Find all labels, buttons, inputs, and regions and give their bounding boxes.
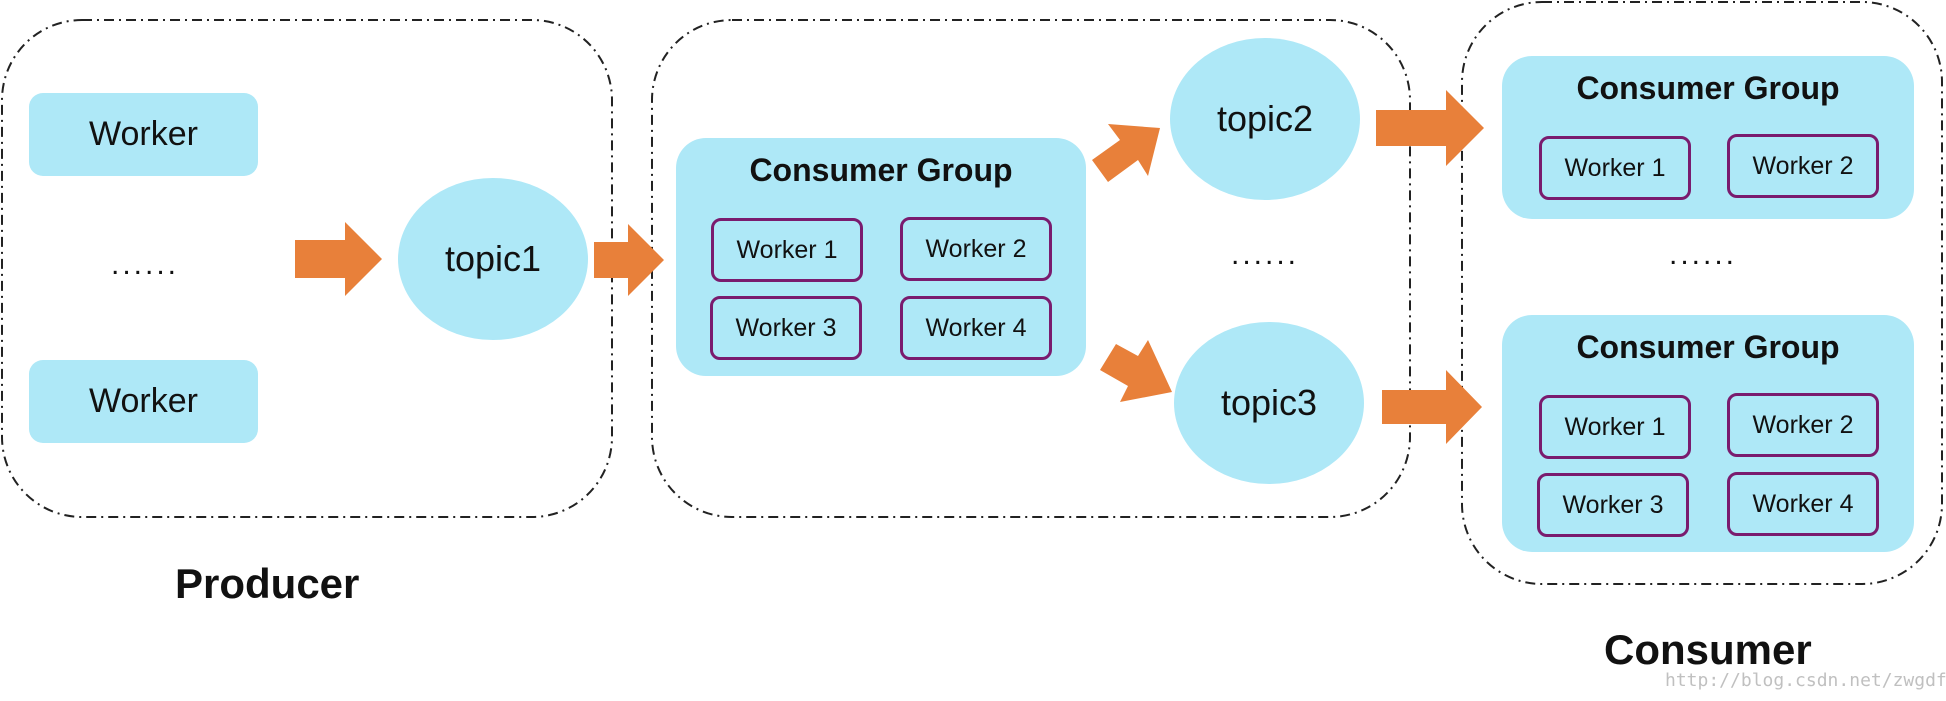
consumer-group-top: Consumer Group Worker 1 Worker 2 <box>1502 56 1914 219</box>
middle-worker-1: Worker 1 <box>711 218 863 282</box>
middle-worker-2: Worker 2 <box>900 217 1052 281</box>
consumer-bottom-worker-1: Worker 1 <box>1539 395 1691 459</box>
arrow-topic2-to-group-top <box>1376 90 1484 166</box>
consumer-group-top-title: Consumer Group <box>1576 70 1840 106</box>
consumer-bottom-worker-2: Worker 2 <box>1727 393 1879 457</box>
topic1-node: topic1 <box>398 178 588 340</box>
consumer-bottom-worker-3: Worker 3 <box>1537 473 1689 537</box>
producer-ellipsis: ...... <box>110 248 179 281</box>
consumer-ellipsis: ...... <box>1668 238 1737 271</box>
consumer-label: Consumer <box>1604 626 1812 673</box>
producer-worker-top: Worker <box>29 93 258 176</box>
producer-boundary <box>1 19 613 518</box>
producer-label: Producer <box>175 560 360 607</box>
arrow-to-topic2 <box>1092 124 1160 182</box>
producer-worker-bottom-label: Worker <box>89 382 198 420</box>
consumer-boundary <box>1461 1 1943 585</box>
arrow-to-consumer-group <box>594 224 664 296</box>
middle-worker-3: Worker 3 <box>710 296 862 360</box>
consumer-top-worker-2: Worker 2 <box>1727 134 1879 198</box>
producer-worker-top-label: Worker <box>89 115 198 153</box>
topic3-label: topic3 <box>1220 382 1318 423</box>
middle-consumer-group: Consumer Group Worker 1 Worker 2 Worker … <box>676 138 1086 376</box>
topic1-label: topic1 <box>444 238 542 279</box>
producer-worker-bottom: Worker <box>29 360 258 443</box>
arrow-to-topic1 <box>295 222 382 296</box>
middle-worker-4: Worker 4 <box>900 296 1052 360</box>
topic2-label: topic2 <box>1216 98 1314 139</box>
arrow-to-topic3 <box>1100 340 1172 402</box>
watermark: http://blog.csdn.net/zwgdft <box>1665 670 1946 691</box>
arrow-topic3-to-group-bottom <box>1382 370 1482 444</box>
middle-consumer-group-title: Consumer Group <box>749 152 1013 188</box>
topic3-node: topic3 <box>1174 322 1364 484</box>
consumer-group-bottom: Consumer Group Worker 1 Worker 2 Worker … <box>1502 315 1914 552</box>
middle-ellipsis: ...... <box>1230 238 1299 271</box>
consumer-top-worker-1: Worker 1 <box>1539 136 1691 200</box>
consumer-bottom-worker-4: Worker 4 <box>1727 472 1879 536</box>
consumer-group-bottom-title: Consumer Group <box>1576 329 1840 365</box>
topic2-node: topic2 <box>1170 38 1360 200</box>
